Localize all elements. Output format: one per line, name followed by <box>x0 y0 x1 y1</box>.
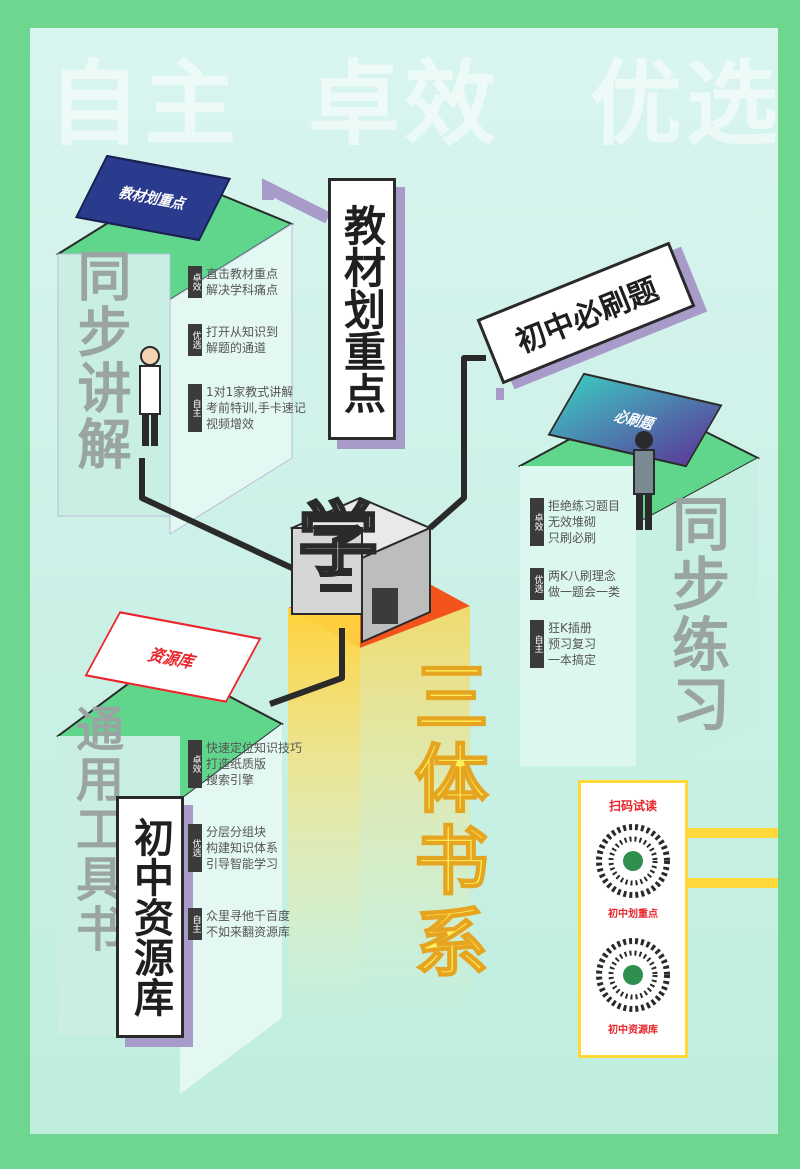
teacher-figure-icon <box>139 346 161 446</box>
book-title-resource: 资源库 <box>145 644 200 673</box>
hub-char: 学 <box>297 493 380 589</box>
series-text: 三体书系 <box>401 657 489 987</box>
badge: 卓效 <box>188 740 202 788</box>
student-figure-icon <box>633 431 655 530</box>
sign-text-textbook: 教材划重点 <box>337 204 387 414</box>
qr-code-icon[interactable] <box>595 823 671 899</box>
feature-sync-lecture-3: 自主 1对1家教式讲解考前特训,手卡速记视频增效 <box>188 384 306 432</box>
qr-panel: 扫码试读 初中划重点 初中资源库 <box>578 780 688 1058</box>
qr-caption-2: 初中资源库 <box>608 1025 658 1036</box>
pillar-label-tool-book: 通用工具书 <box>67 704 123 954</box>
feature-sync-practice-1: 卓效 拒绝练习题目无效堆砌只刷必刷 <box>530 498 620 546</box>
badge: 优选 <box>530 568 544 600</box>
sign-textbook-key-points: 教材划重点 <box>328 178 396 440</box>
qr-code-icon[interactable] <box>595 937 671 1013</box>
feature-sync-practice-2: 优选 两K八刷理念做一题会一类 <box>530 568 620 600</box>
feature-tool-book-3: 自主 众里寻他千百度不如来翻资源库 <box>188 908 290 940</box>
feature-tool-book-1: 卓效 快速定位知识技巧打造纸质版搜索引擎 <box>188 740 302 788</box>
badge: 自主 <box>188 908 202 940</box>
sign-resource-library: 初中资源库 <box>116 796 184 1038</box>
pillar-label-sync-lecture: 同步讲解 <box>68 248 131 472</box>
book-title-textbook: 教材划重点 <box>116 185 189 213</box>
poster-canvas: 自主 卓效 优选 <box>30 28 778 1134</box>
badge: 卓效 <box>530 498 544 546</box>
feature-tool-book-2: 优选 分层分组块构建知识体系引导智能学习 <box>188 824 278 872</box>
slogan-right: 卓效 <box>308 51 501 158</box>
slogan-left: 自主 <box>48 51 241 158</box>
feature-sync-lecture-2: 优选 打开从知识到解题的通道 <box>188 324 278 356</box>
badge: 优选 <box>188 824 202 872</box>
badge: 卓效 <box>188 266 202 298</box>
qr-panel-title: 扫码试读 <box>608 799 657 813</box>
pillar-label-sync-practice: 同步练习 <box>662 494 730 734</box>
sign-text-resource: 初中资源库 <box>127 817 173 1017</box>
badge: 自主 <box>530 620 544 668</box>
feature-sync-practice-3: 自主 狂K插册预习复习一本搞定 <box>530 620 596 668</box>
slogan-far: 优选 <box>590 51 778 158</box>
badge: 优选 <box>188 324 202 356</box>
qr-caption-1: 初中划重点 <box>608 909 658 920</box>
badge: 自主 <box>188 384 202 432</box>
feature-sync-lecture-1: 卓效 直击教材重点解决学科痛点 <box>188 266 278 298</box>
